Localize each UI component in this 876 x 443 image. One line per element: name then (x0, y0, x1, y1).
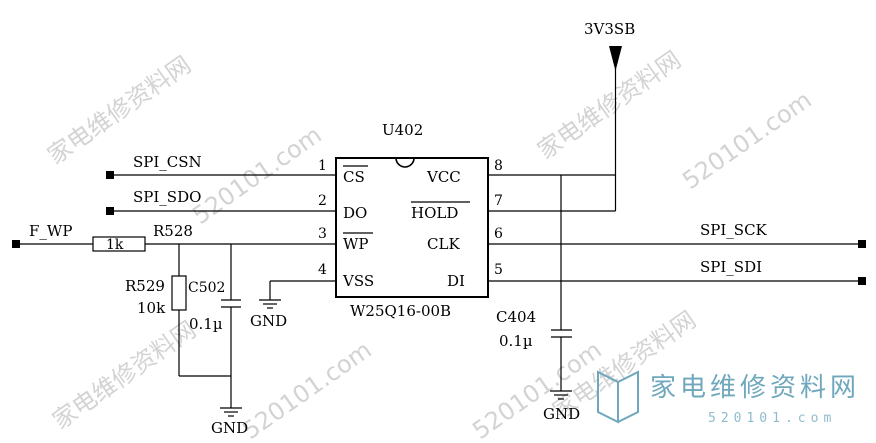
power-arrow-icon (609, 46, 622, 71)
gnd-label: GND (543, 405, 580, 423)
pin-name-vss: VSS (342, 272, 374, 290)
ic-part-number: W25Q16-00B (350, 302, 451, 320)
pin-number: 7 (494, 193, 503, 209)
net-label-f-wp: F_WP (29, 222, 72, 240)
c502-value: 0.1µ (189, 315, 223, 333)
net-label-spi-sdi: SPI_SDI (700, 258, 762, 276)
resistor-r529 (171, 275, 187, 311)
pin-number: 3 (318, 226, 327, 242)
logo-url: 520101.com (708, 411, 836, 426)
ic-body (335, 157, 489, 298)
pin-name-di: DI (447, 272, 465, 290)
connector-terminal (858, 240, 866, 248)
watermark-text: 家电维修资料网 (47, 316, 201, 435)
power-rail-label: 3V3SB (584, 20, 635, 38)
pin-number: 4 (318, 262, 327, 278)
pin-number: 2 (318, 193, 327, 209)
connector-terminal (12, 240, 20, 248)
net-label-spi-sdo: SPI_SDO (133, 188, 201, 206)
c404-value: 0.1µ (499, 332, 533, 350)
connector-terminal (858, 277, 866, 285)
pin1-notch-icon (395, 157, 415, 168)
r528-ref: R528 (153, 222, 193, 240)
r528-value: 1k (106, 237, 124, 253)
c404-ref: C404 (496, 308, 536, 326)
logo-text: 家电维修资料网 (650, 373, 860, 403)
book-icon (617, 370, 639, 423)
pin-name-clk: CLK (427, 235, 460, 253)
pin-name-vcc: VCC (426, 168, 461, 186)
pin-number: 1 (318, 158, 327, 174)
connector-terminal (106, 207, 114, 215)
watermark-text: 家电维修资料网 (532, 46, 686, 165)
site-logo: 家电维修资料网 520101.com (597, 370, 860, 426)
net-label-spi-csn: SPI_CSN (133, 153, 202, 171)
net-label-spi-sck: SPI_SCK (700, 221, 768, 239)
c502-ref: C502 (188, 280, 225, 296)
watermark-url: 520101.com (237, 336, 376, 443)
connector-terminal (106, 171, 114, 179)
pin-name-wp: WP (343, 235, 369, 253)
ic-designator: U402 (382, 121, 423, 139)
r529-ref: R529 (125, 277, 165, 295)
pin-name-do: DO (343, 204, 367, 222)
pin-number: 5 (494, 262, 503, 278)
pin-name-cs: CS (343, 168, 365, 186)
pin-number: 6 (494, 226, 503, 242)
r529-value: 10k (137, 299, 166, 317)
pin-number: 8 (494, 158, 503, 174)
gnd-label: GND (211, 419, 248, 437)
watermark-url: 520101.com (677, 86, 816, 195)
gnd-label: GND (250, 312, 287, 330)
pin-name-hold: HOLD (411, 204, 458, 222)
